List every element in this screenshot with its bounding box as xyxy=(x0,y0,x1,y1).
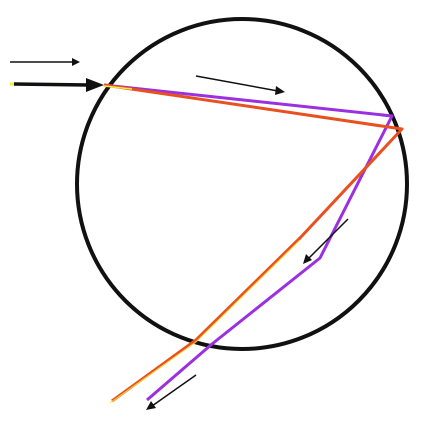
inside-diagonal-arrow xyxy=(303,218,349,264)
droplet-circle xyxy=(75,17,409,351)
incoming-small-arrow xyxy=(10,58,80,66)
inside-top-arrow xyxy=(195,75,285,95)
incoming-bold-arrow xyxy=(9,78,104,92)
violet-ray xyxy=(103,83,394,402)
outgoing-arrow xyxy=(146,374,197,410)
red-ray xyxy=(103,83,404,404)
